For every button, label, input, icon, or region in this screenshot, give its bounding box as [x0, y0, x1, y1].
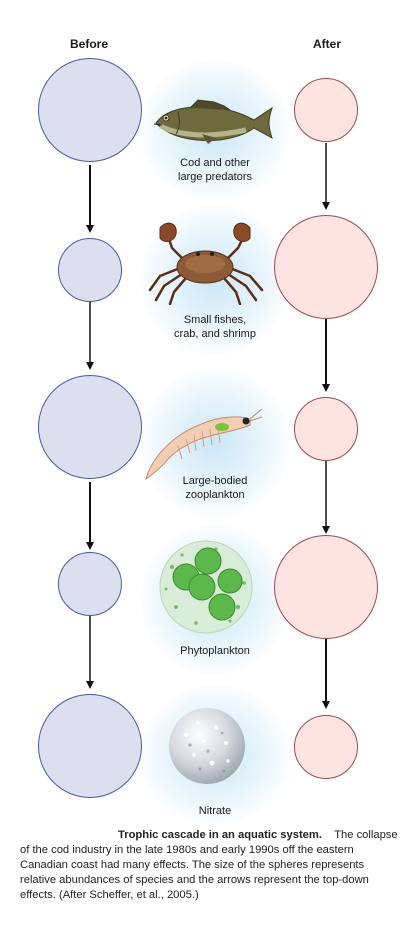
nitrate-icon	[169, 708, 245, 784]
before-header: Before	[70, 37, 109, 51]
after-sphere-nitrate	[294, 715, 358, 779]
before-sphere-zooplankton	[38, 375, 142, 479]
label-zooplankton-line1: Large-bodied	[182, 475, 248, 487]
label-nitrate-line1: Nitrate	[198, 805, 232, 817]
glow-level-3	[140, 368, 290, 518]
label-zooplankton: Large-bodied zooplankton	[140, 474, 290, 502]
crab-icon	[148, 222, 264, 305]
before-sphere-nitrate	[38, 694, 142, 798]
after-sphere-zooplankton	[294, 397, 358, 461]
label-cod-line2: large predators	[178, 171, 252, 183]
label-zooplankton-line2: zooplankton	[185, 489, 245, 501]
before-sphere-phytoplankton	[58, 552, 122, 616]
after-sphere-cod	[294, 78, 358, 142]
caption-body: The collapse of the cod industry in the …	[20, 829, 398, 901]
caption-title: Trophic cascade in an aquatic system.	[118, 829, 332, 841]
after-sphere-small-fishes	[274, 215, 378, 319]
label-small-fishes-line1: Small fishes,	[183, 314, 247, 326]
label-nitrate: Nitrate	[140, 804, 290, 818]
figure-caption: Trophic cascade in an aquatic system. Th…	[20, 828, 402, 903]
krill-icon	[145, 408, 262, 481]
before-sphere-small-fishes	[58, 238, 122, 302]
label-cod: Cod and other large predators	[140, 156, 290, 184]
label-small-fishes: Small fishes, crab, and shrimp	[140, 313, 290, 341]
after-sphere-phytoplankton	[274, 535, 378, 639]
label-phytoplankton: Phytoplankton	[140, 644, 290, 658]
label-phytoplankton-line1: Phytoplankton	[180, 645, 250, 657]
label-small-fishes-line2: crab, and shrimp	[174, 328, 256, 340]
phytoplankton-icon	[159, 540, 253, 634]
bass-fish-icon	[153, 99, 273, 144]
after-header: After	[313, 37, 342, 51]
label-cod-line1: Cod and other	[180, 157, 250, 169]
before-sphere-cod	[38, 58, 142, 162]
